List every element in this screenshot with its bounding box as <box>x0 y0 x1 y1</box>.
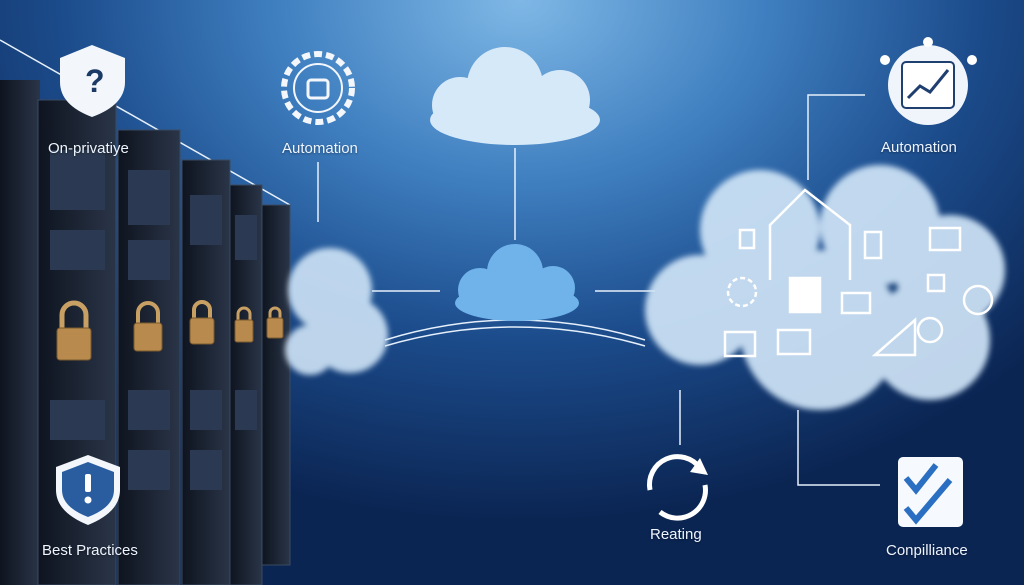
gear-icon <box>726 276 758 308</box>
briefcase-icon <box>723 330 757 358</box>
analytics-icon <box>880 37 977 125</box>
mail-icon <box>840 291 872 315</box>
shield-alert-icon <box>56 455 120 525</box>
chart-icon <box>871 317 917 357</box>
compliance-checkbox-icon <box>898 457 963 527</box>
automation-gear-icon <box>281 51 355 125</box>
building-icon <box>768 188 852 280</box>
padlocks <box>56 300 284 361</box>
svg-text:?: ? <box>85 63 105 99</box>
arc-link-2 <box>384 326 646 347</box>
fingerprint-icon <box>916 316 944 344</box>
lock-icon <box>266 306 284 339</box>
center-cloud <box>455 244 579 321</box>
lock-icon <box>133 301 163 352</box>
top-cloud <box>430 47 600 145</box>
label-automation-right: Automation <box>881 139 957 156</box>
right-cloud <box>645 165 1005 410</box>
globe-icon <box>962 284 994 316</box>
arrow-to-compliance <box>797 410 880 486</box>
refresh-icon <box>647 454 708 521</box>
label-compliance: Conpilliance <box>886 542 968 559</box>
lock-icon <box>234 306 254 343</box>
right-cloud-icons <box>723 188 994 358</box>
label-on-private: On-privatiye <box>48 140 129 157</box>
monitor-icon <box>776 328 812 356</box>
server-racks <box>0 80 291 585</box>
rack-bays <box>50 150 257 490</box>
arrow-to-analytics <box>807 94 865 180</box>
padlock-small-icon <box>926 273 946 293</box>
shield-question-icon: ? <box>60 45 125 117</box>
diagonal-line <box>0 39 291 206</box>
label-automation-left: Automation <box>282 140 358 157</box>
tablet-icon <box>738 228 756 250</box>
lock-icon <box>189 300 215 345</box>
left-cloud <box>285 248 388 375</box>
label-reating: Reating <box>650 526 702 543</box>
label-best-practices: Best Practices <box>42 542 138 559</box>
envelope-icon <box>928 226 962 252</box>
document-icon <box>788 276 822 314</box>
phone-icon <box>863 230 883 260</box>
lock-icon <box>56 300 92 361</box>
rack-6 <box>261 204 291 566</box>
rack-1 <box>0 80 40 585</box>
